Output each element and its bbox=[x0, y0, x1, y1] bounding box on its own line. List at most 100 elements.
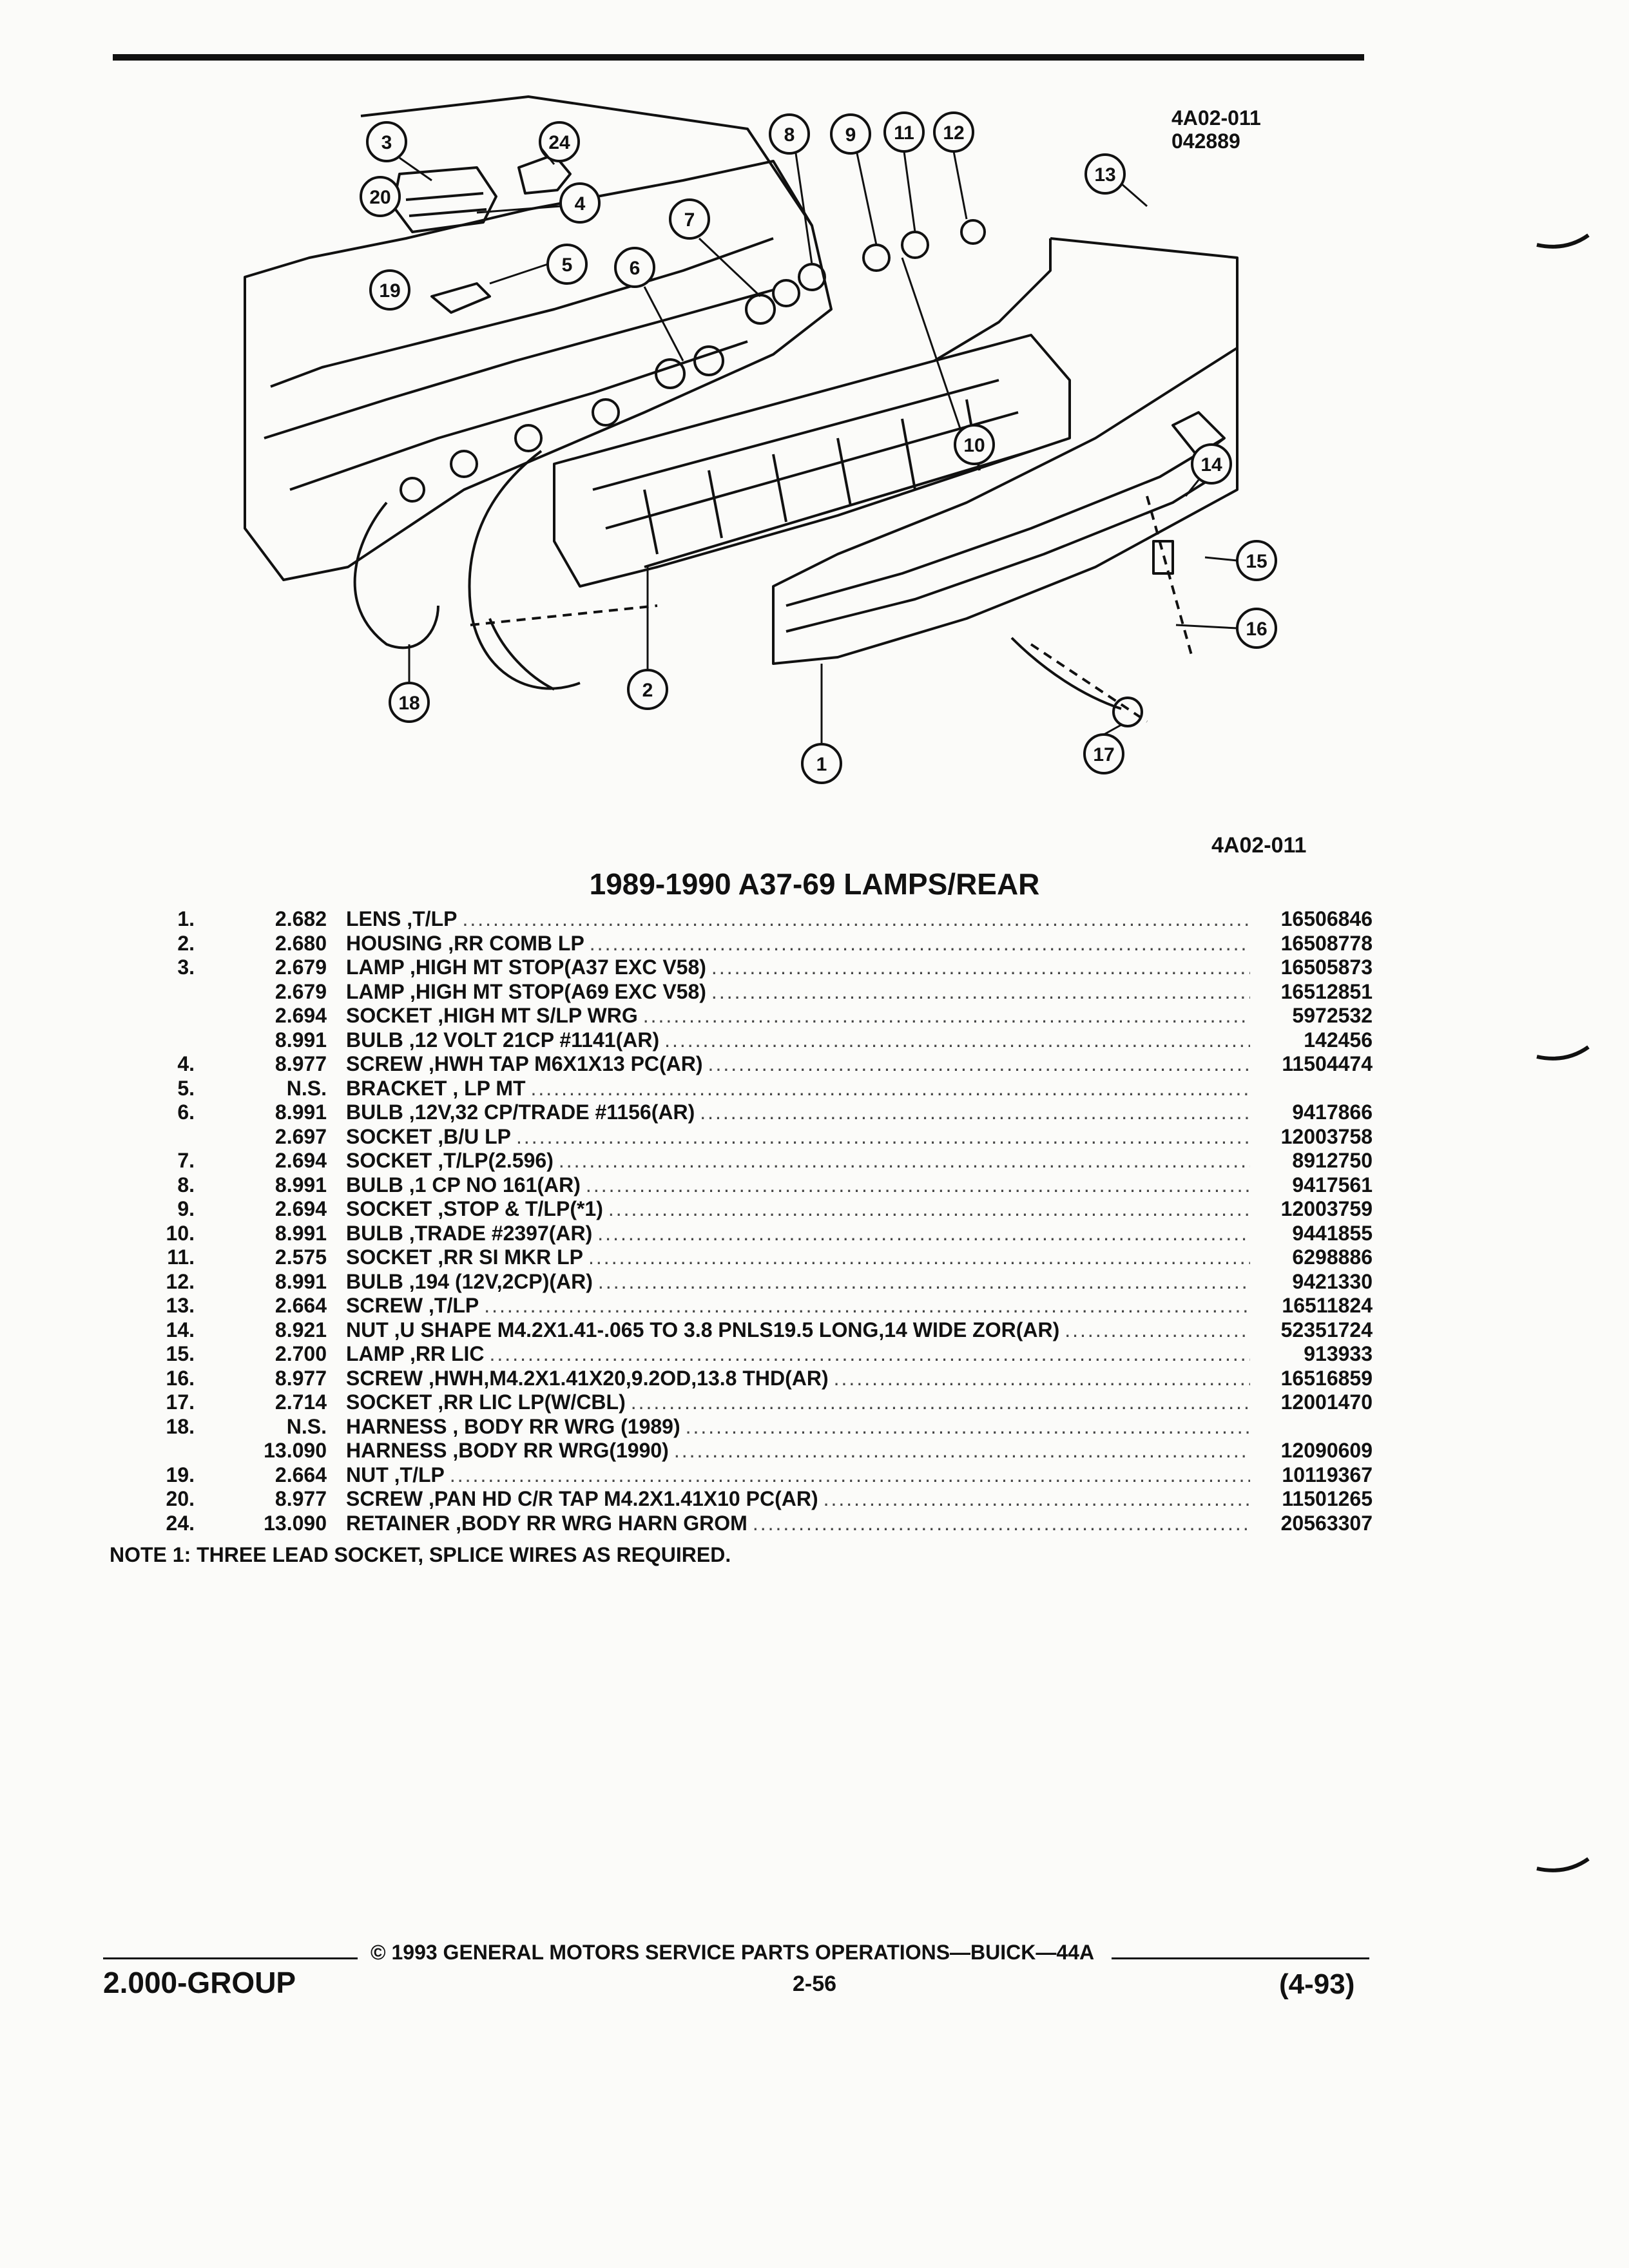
item-number: 3. bbox=[177, 956, 195, 979]
part-description: SOCKET ,B/U LP bbox=[346, 1125, 1250, 1149]
leader-dots bbox=[659, 1028, 1250, 1052]
figure-date-code: 042889 bbox=[1171, 130, 1240, 153]
part-number: 20563307 bbox=[1280, 1511, 1373, 1535]
part-description: NUT ,U SHAPE M4.2X1.41-.065 TO 3.8 PNLS1… bbox=[346, 1318, 1250, 1342]
callout-1: 1 bbox=[801, 743, 842, 784]
group-number: 2.700 bbox=[275, 1342, 327, 1365]
leader-dots bbox=[706, 980, 1250, 1004]
part-description: BULB ,12V,32 CP/TRADE #1156(AR) bbox=[346, 1100, 1250, 1124]
group-number: 8.991 bbox=[275, 1173, 327, 1196]
leader-dots bbox=[706, 956, 1250, 979]
group-number: N.S. bbox=[286, 1414, 327, 1438]
leader-dots bbox=[703, 1052, 1250, 1076]
group-number: 2.697 bbox=[275, 1124, 327, 1148]
svg-text:9: 9 bbox=[845, 124, 856, 146]
svg-text:3: 3 bbox=[381, 132, 392, 153]
part-row: 2.697 SOCKET ,B/U LP 12003758 bbox=[155, 1125, 1373, 1149]
part-number: 5972532 bbox=[1292, 1004, 1373, 1027]
part-name: SCREW ,HWH TAP M6X1X13 PC(AR) bbox=[346, 1052, 703, 1075]
svg-text:13: 13 bbox=[1094, 164, 1115, 186]
svg-text:15: 15 bbox=[1246, 551, 1267, 572]
part-name: BULB ,12 VOLT 21CP #1141(AR) bbox=[346, 1028, 660, 1052]
group-number: N.S. bbox=[286, 1076, 327, 1100]
svg-text:5: 5 bbox=[562, 255, 573, 276]
scan-mark bbox=[1536, 1857, 1590, 1872]
leader-dots bbox=[818, 1487, 1250, 1511]
part-description: SOCKET ,STOP & T/LP(*1) bbox=[346, 1197, 1250, 1221]
part-name: RETAINER ,BODY RR WRG HARN GROM bbox=[346, 1511, 747, 1535]
part-description: SOCKET ,RR LIC LP(W/CBL) bbox=[346, 1390, 1250, 1414]
item-number: 12. bbox=[166, 1269, 195, 1293]
svg-text:14: 14 bbox=[1200, 454, 1222, 476]
part-name: HARNESS , BODY RR WRG (1989) bbox=[346, 1414, 680, 1438]
part-description: BULB ,194 (12V,2CP)(AR) bbox=[346, 1270, 1250, 1294]
page-title: 1989-1990 A37-69 LAMPS/REAR bbox=[589, 867, 1040, 901]
part-description: HARNESS , BODY RR WRG (1989) bbox=[346, 1415, 1250, 1439]
footer-rule-right bbox=[1112, 1957, 1369, 1959]
svg-text:8: 8 bbox=[784, 124, 795, 146]
callout-18: 18 bbox=[389, 682, 430, 723]
group-number: 2.679 bbox=[275, 956, 327, 979]
group-number: 13.090 bbox=[264, 1511, 327, 1535]
group-number: 2.679 bbox=[275, 979, 327, 1003]
group-number: 2.694 bbox=[275, 1197, 327, 1220]
callout-19: 19 bbox=[369, 269, 410, 311]
leader-dots bbox=[829, 1367, 1250, 1390]
callout-11: 11 bbox=[883, 111, 925, 153]
item-number: 1. bbox=[177, 907, 195, 930]
part-description: BULB ,12 VOLT 21CP #1141(AR) bbox=[346, 1028, 1250, 1052]
part-name: HOUSING ,RR COMB LP bbox=[346, 931, 584, 955]
copyright-line: © 1993 GENERAL MOTORS SERVICE PARTS OPER… bbox=[371, 1941, 1095, 1964]
group-number: 8.991 bbox=[275, 1100, 327, 1124]
part-name: LAMP ,RR LIC bbox=[346, 1342, 485, 1365]
part-number: 12001470 bbox=[1280, 1390, 1373, 1414]
callout-14: 14 bbox=[1191, 443, 1232, 485]
item-number: 20. bbox=[166, 1487, 195, 1510]
item-number: 7. bbox=[177, 1149, 195, 1172]
part-number: 8912750 bbox=[1292, 1149, 1373, 1172]
callout-13: 13 bbox=[1084, 153, 1126, 195]
item-number: 11. bbox=[167, 1245, 195, 1269]
part-number: 16508778 bbox=[1280, 931, 1373, 955]
leader-dots bbox=[583, 1245, 1250, 1269]
part-description: RETAINER ,BODY RR WRG HARN GROM bbox=[346, 1512, 1250, 1535]
part-name: SOCKET ,RR LIC LP(W/CBL) bbox=[346, 1390, 626, 1414]
part-name: BULB ,194 (12V,2CP)(AR) bbox=[346, 1269, 593, 1293]
callout-5: 5 bbox=[546, 244, 588, 285]
svg-text:12: 12 bbox=[943, 122, 964, 144]
part-number: 9421330 bbox=[1292, 1269, 1373, 1293]
svg-text:1: 1 bbox=[816, 754, 827, 775]
group-number: 2.664 bbox=[275, 1463, 327, 1486]
part-number: 9417866 bbox=[1292, 1100, 1373, 1124]
part-description: BULB ,TRADE #2397(AR) bbox=[346, 1222, 1250, 1245]
leader-dots bbox=[747, 1512, 1250, 1535]
leader-dots bbox=[695, 1100, 1250, 1124]
callout-16: 16 bbox=[1236, 608, 1277, 649]
item-number: 17. bbox=[166, 1390, 195, 1414]
top-rule bbox=[113, 54, 1364, 61]
callout-7: 7 bbox=[669, 198, 710, 240]
part-description: LAMP ,RR LIC bbox=[346, 1342, 1250, 1366]
part-number: 10119367 bbox=[1282, 1463, 1373, 1486]
item-number: 4. bbox=[177, 1052, 195, 1075]
leader-dots bbox=[680, 1415, 1250, 1439]
part-name: SOCKET ,RR SI MKR LP bbox=[346, 1245, 584, 1269]
footnote: NOTE 1: THREE LEAD SOCKET, SPLICE WIRES … bbox=[110, 1543, 731, 1566]
scan-mark bbox=[1536, 233, 1590, 249]
part-description: HARNESS ,BODY RR WRG(1990) bbox=[346, 1439, 1250, 1463]
part-description: NUT ,T/LP bbox=[346, 1463, 1250, 1487]
part-number: 16516859 bbox=[1280, 1366, 1373, 1390]
item-number: 15. bbox=[166, 1342, 195, 1365]
part-number: 12003758 bbox=[1280, 1124, 1373, 1148]
item-number: 8. bbox=[177, 1173, 195, 1196]
part-number: 11501265 bbox=[1282, 1487, 1373, 1510]
leader-dots bbox=[603, 1197, 1250, 1221]
